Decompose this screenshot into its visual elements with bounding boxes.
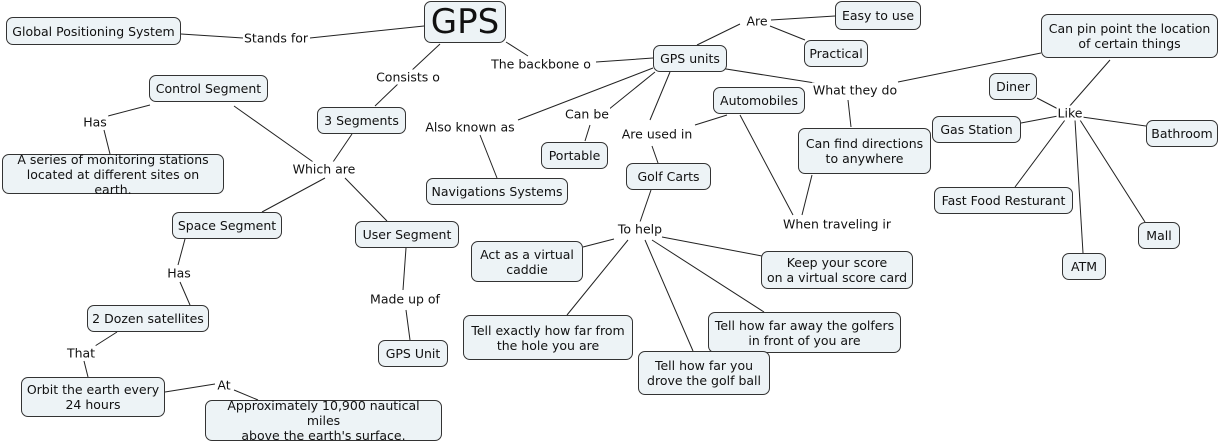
link-consists-of: Consists o	[375, 69, 441, 85]
concept-easy-to-use[interactable]: Easy to use	[835, 1, 921, 30]
link-can-be: Can be	[564, 106, 610, 122]
concept-monitoring-stations[interactable]: A series of monitoring stations located …	[2, 152, 224, 197]
link-to-help: To help	[616, 221, 664, 237]
link-backbone-of: The backbone o	[490, 56, 592, 72]
concept-bathroom[interactable]: Bathroom	[1146, 120, 1218, 147]
concept-how-far-drove[interactable]: Tell how far you drove the golf ball	[638, 351, 770, 395]
link-stands-for: Stands for	[242, 30, 310, 46]
concept-fast-food[interactable]: Fast Food Resturant	[934, 187, 1073, 214]
concept-atm[interactable]: ATM	[1062, 253, 1106, 280]
link-made-up-of: Made up of	[369, 291, 441, 307]
concept-gps-units[interactable]: GPS units	[653, 45, 727, 72]
concept-navigation-systems[interactable]: Navigations Systems	[426, 178, 568, 205]
concept-global-positioning-system[interactable]: Global Positioning System	[6, 17, 181, 45]
concept-gps-unit[interactable]: GPS Unit	[378, 340, 448, 367]
link-what-they-do: What they do	[811, 82, 899, 98]
concept-automobiles[interactable]: Automobiles	[713, 87, 805, 114]
concept-mall[interactable]: Mall	[1138, 222, 1180, 249]
concept-portable[interactable]: Portable	[541, 142, 608, 169]
concept-orbit[interactable]: Orbit the earth every 24 hours	[21, 377, 165, 417]
concept-how-far-hole[interactable]: Tell exactly how far from the hole you a…	[463, 315, 633, 360]
concept-virtual-caddie[interactable]: Act as a virtual caddie	[471, 241, 583, 282]
concept-how-far-golfers[interactable]: Tell how far away the golfers in front o…	[708, 312, 901, 353]
concept-space-segment[interactable]: Space Segment	[172, 212, 282, 239]
concept-practical[interactable]: Practical	[804, 40, 868, 67]
link-like: Like	[1056, 105, 1084, 121]
link-are-used-in: Are used in	[620, 126, 694, 142]
concept-2-dozen-satellites[interactable]: 2 Dozen satellites	[87, 305, 209, 332]
link-when-traveling-in: When traveling ir	[781, 216, 893, 232]
concept-golf-carts[interactable]: Golf Carts	[626, 163, 711, 190]
link-has: Has	[82, 114, 108, 130]
concept-3-segments[interactable]: 3 Segments	[317, 107, 406, 134]
concept-user-segment[interactable]: User Segment	[355, 221, 459, 248]
concept-approximately[interactable]: Approximately 10,900 nautical miles abov…	[205, 398, 442, 443]
link-also-known-as: Also known as	[424, 119, 516, 135]
concept-control-segment[interactable]: Control Segment	[149, 75, 268, 102]
concept-diner[interactable]: Diner	[989, 73, 1037, 100]
concept-find-directions[interactable]: Can find directions to anywhere	[798, 128, 931, 174]
concept-gas-station[interactable]: Gas Station	[932, 116, 1021, 143]
concept-gps[interactable]: GPS	[424, 1, 506, 43]
concept-keep-score[interactable]: Keep your score on a virtual score card	[761, 251, 913, 289]
concept-pin-point[interactable]: Can pin point the location of certain th…	[1041, 14, 1218, 58]
link-are: Are	[745, 13, 769, 29]
link-that: That	[65, 345, 97, 361]
link-at: At	[216, 377, 232, 393]
link-has: Has	[166, 265, 192, 281]
link-which-are: Which are	[291, 161, 357, 177]
